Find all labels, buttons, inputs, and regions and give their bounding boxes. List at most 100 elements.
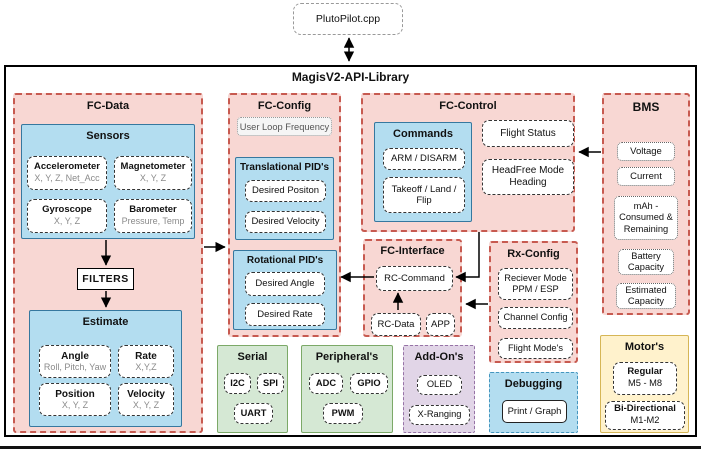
panel-fc-config-title: FC-Config — [257, 100, 312, 112]
node-desired-angle: Desired Angle — [245, 272, 325, 296]
node-label: Bi-Directional — [614, 403, 676, 415]
node-regular-motors: Regular M5 - M8 — [613, 362, 677, 395]
node-filters-label: FILTERS — [82, 273, 129, 285]
node-label: ADC — [315, 378, 337, 389]
node-headfree-mode: HeadFree Mode Heading — [482, 159, 574, 195]
node-label: X-Ranging — [417, 409, 462, 420]
panel-addons-title: Add-On's — [414, 351, 464, 363]
node-label: Flight Status — [500, 127, 556, 139]
group-sensors: Sensors Accelerometer X, Y, Z, Net_Acc M… — [21, 124, 195, 239]
node-label: Flight Mode's — [508, 342, 563, 353]
node-label: Position — [55, 388, 95, 400]
node-label: SPI — [263, 378, 278, 389]
node-sublabel: Roll, Pitch, Yaw — [43, 362, 107, 373]
group-sensors-title: Sensors — [86, 130, 130, 142]
group-estimate-title: Estimate — [82, 316, 129, 328]
panel-peripherals: Peripheral's ADC GPIO PWM — [301, 345, 393, 433]
node-label: Desired Positon — [251, 185, 320, 197]
node-barometer: Barometer Pressure, Temp — [114, 199, 192, 233]
node-desired-velocity: Desired Velocity — [245, 211, 326, 233]
panel-rx-config-title: Rx-Config — [507, 248, 560, 260]
panel-fc-control: FC-Control Commands ARM / DISARM Takeoff… — [361, 93, 575, 232]
node-label: GPIO — [357, 378, 381, 389]
panel-debugging-title: Debugging — [504, 378, 563, 390]
group-rotational-pids: Rotational PID's Desired Angle Desired R… — [233, 250, 337, 330]
panel-fc-interface: FC-Interface RC-Command RC-Data APP — [363, 239, 462, 337]
node-label: Reciever Mode PPM / ESP — [504, 272, 567, 294]
node-i2c: I2C — [224, 373, 251, 394]
node-desired-position: Desired Positon — [245, 180, 326, 202]
node-desired-rate: Desired Rate — [245, 303, 325, 326]
panel-serial: Serial I2C SPI UART — [217, 345, 288, 433]
node-mah-consumed: mAh - Consumed & Remaining — [614, 196, 678, 240]
node-label: APP — [430, 318, 450, 330]
node-label: OLED — [426, 379, 453, 390]
node-filters: FILTERS — [77, 268, 134, 290]
node-gpio: GPIO — [350, 373, 388, 394]
panel-fc-data-title: FC-Data — [86, 100, 130, 112]
node-uart: UART — [234, 403, 273, 424]
node-label: Angle — [61, 350, 89, 362]
node-sublabel: X, Y, Z, Net_Acc — [34, 173, 100, 184]
panel-motors: Motor's Regular M5 - M8 Bi-Directional M… — [600, 335, 689, 433]
panel-debugging: Debugging Print / Graph — [489, 372, 578, 433]
node-label: Magnetometer — [120, 161, 186, 173]
node-spi: SPI — [257, 373, 284, 394]
node-label: Velocity — [127, 388, 165, 400]
panel-addons: Add-On's OLED X-Ranging — [403, 345, 475, 433]
node-current: Current — [617, 167, 675, 186]
node-user-loop-frequency: User Loop Frequency — [237, 117, 332, 136]
node-label: Barometer — [129, 204, 177, 216]
node-label: RC-Command — [384, 272, 445, 284]
panel-fc-control-title: FC-Control — [439, 100, 497, 112]
node-label: RC-Data — [377, 318, 415, 330]
panel-serial-title: Serial — [237, 351, 268, 363]
node-print-graph: Print / Graph — [502, 400, 567, 423]
node-plutopilot-label: PlutoPilot.cpp — [315, 12, 381, 25]
node-rc-data: RC-Data — [371, 313, 421, 336]
panel-fc-interface-title: FC-Interface — [380, 245, 445, 257]
node-sublabel: X, Y, Z — [132, 400, 160, 411]
node-app: APP — [426, 313, 455, 336]
panel-rx-config: Rx-Config Reciever Mode PPM / ESP Channe… — [489, 241, 578, 363]
node-plutopilot: PlutoPilot.cpp — [293, 3, 403, 35]
panel-peripherals-title: Peripheral's — [315, 351, 379, 363]
node-label: Accelerometer — [33, 161, 100, 173]
node-position: Position X, Y, Z — [39, 383, 111, 416]
node-label: Battery Capacity — [627, 250, 665, 272]
node-takeoff-land-flip: Takeoff / Land / Flip — [383, 177, 465, 213]
node-magnetometer: Magnetometer X, Y, Z — [114, 156, 192, 190]
node-rc-command: RC-Command — [376, 266, 453, 291]
node-label: Channel Config — [503, 312, 568, 323]
node-adc: ADC — [309, 373, 343, 394]
node-sublabel: X,Y,Z — [135, 362, 157, 373]
node-sublabel: Pressure, Temp — [121, 216, 185, 227]
node-label: Rate — [135, 350, 157, 362]
group-title: Translational PID's — [239, 162, 330, 173]
node-label: Print / Graph — [507, 405, 562, 417]
node-flight-modes: Flight Mode's — [498, 338, 573, 359]
group-title: Rotational PID's — [246, 255, 324, 266]
node-arm-disarm: ARM / DISARM — [383, 148, 465, 170]
node-gyroscope: Gyroscope X, Y, Z — [27, 199, 107, 233]
node-angle: Angle Roll, Pitch, Yaw — [39, 345, 111, 378]
group-commands-title: Commands — [393, 128, 453, 140]
node-label: Current — [630, 170, 662, 182]
node-label: Estimated Capacity — [625, 284, 667, 306]
node-velocity: Velocity X, Y, Z — [118, 383, 174, 416]
node-receiver-mode: Reciever Mode PPM / ESP — [498, 268, 573, 300]
node-label: Regular — [627, 366, 663, 378]
group-translational-pids: Translational PID's Desired Positon Desi… — [235, 157, 334, 240]
library-title: MagisV2-API-Library — [291, 70, 410, 84]
node-oled: OLED — [417, 375, 462, 395]
node-sublabel: X, Y, Z — [61, 400, 89, 411]
panel-bms-title: BMS — [632, 100, 660, 114]
node-label: Desired Velocity — [251, 216, 320, 228]
panel-motors-title: Motor's — [624, 341, 665, 353]
panel-bms: BMS Voltage Current mAh - Consumed & Rem… — [602, 93, 690, 315]
bottom-divider — [0, 446, 701, 449]
node-label: Voltage — [630, 145, 662, 157]
node-sublabel: M1-M2 — [630, 415, 660, 426]
node-channel-config: Channel Config — [498, 307, 573, 329]
